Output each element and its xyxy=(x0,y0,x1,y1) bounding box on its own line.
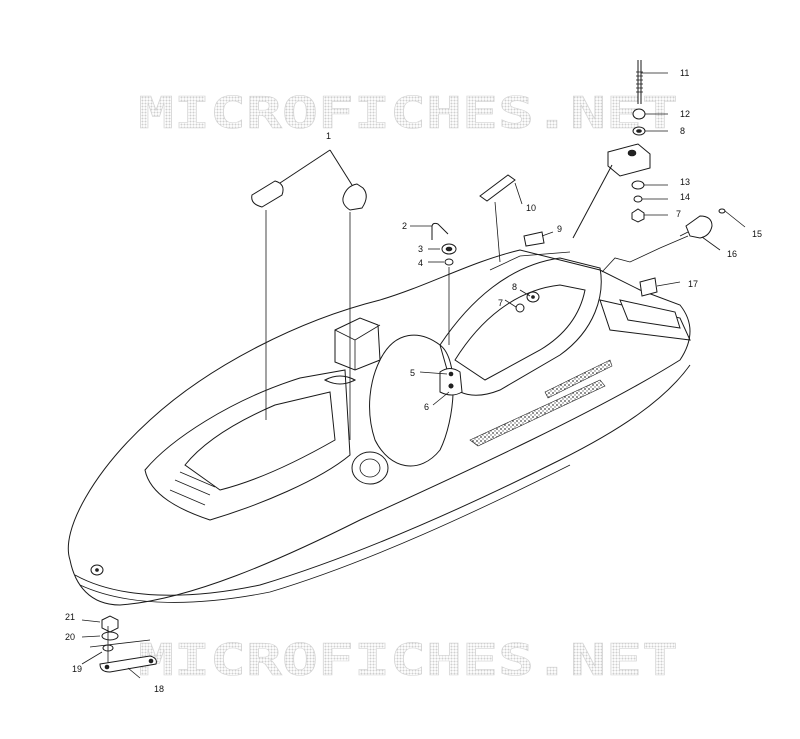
callout-2: 2 xyxy=(402,221,407,231)
callout-4: 4 xyxy=(418,258,423,268)
stud-assembly xyxy=(572,60,668,239)
callout-6: 6 xyxy=(424,402,429,412)
callout-14: 14 xyxy=(680,192,690,202)
cover-caps xyxy=(251,149,367,440)
callout-12: 12 xyxy=(680,109,690,119)
watermark-top: MICROFICHES.NET xyxy=(138,88,678,139)
callout-8: 8 xyxy=(512,282,517,292)
callout-18: 18 xyxy=(154,684,164,694)
watermark-group: MICROFICHES.NET MICROFICHES.NET xyxy=(138,88,679,687)
callout-9: 9 xyxy=(557,224,562,234)
callout-7: 7 xyxy=(498,298,503,308)
callout-7b: 7 xyxy=(676,209,681,219)
callout-1: 1 xyxy=(326,131,331,141)
watermark-bottom: MICROFICHES.NET xyxy=(138,635,678,686)
callout-20: 20 xyxy=(65,632,75,642)
callout-13: 13 xyxy=(680,177,690,187)
callout-19: 19 xyxy=(72,664,82,674)
hull xyxy=(67,249,691,606)
callout-5: 5 xyxy=(410,368,415,378)
hitch-assembly xyxy=(81,615,157,679)
bracket xyxy=(431,222,449,240)
callout-labels: 1 2 3 4 5 6 7 8 9 10 11 12 8 13 14 7 15 … xyxy=(65,68,762,694)
callout-17: 17 xyxy=(688,279,698,289)
callout-11: 11 xyxy=(680,68,689,78)
callout-8b: 8 xyxy=(680,126,685,136)
callout-10: 10 xyxy=(526,203,536,213)
callout-21: 21 xyxy=(65,612,75,622)
callout-15: 15 xyxy=(752,229,762,239)
callout-3: 3 xyxy=(418,244,423,254)
callout-16: 16 xyxy=(727,249,737,259)
